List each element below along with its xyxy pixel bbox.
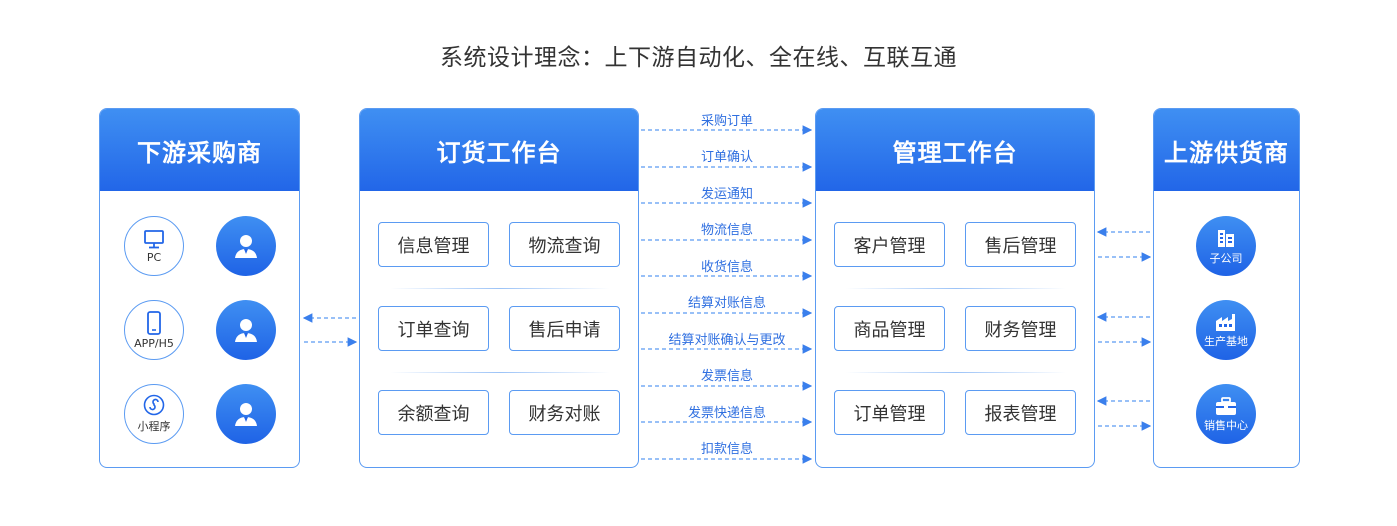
order-module-info: 信息管理 [378, 222, 489, 267]
supplier-sales-center: 销售中心 [1196, 384, 1256, 444]
upstream-header: 上游供货商 [1154, 109, 1299, 191]
device-label: APP/H5 [134, 336, 174, 350]
management-workbench-header: 管理工作台 [816, 109, 1094, 191]
order-module-balance: 余额查询 [378, 390, 489, 435]
manage-module-aftersale: 售后管理 [965, 222, 1076, 267]
divider [390, 372, 610, 373]
flow-label-invoice-express: 发票快递信息 [687, 406, 766, 421]
downstream-panel: 下游采购商 PC APP/H5 小程序 [99, 108, 300, 468]
user-avatar-3 [216, 384, 276, 444]
device-pc: PC [124, 216, 184, 276]
device-label: 小程序 [137, 420, 171, 433]
order-module-aftersale: 售后申请 [509, 306, 620, 351]
user-icon [235, 319, 257, 342]
flow-label-order-confirm: 订单确认 [700, 150, 753, 165]
divider [846, 372, 1066, 373]
flow-label-purchase-order: 采购订单 [700, 114, 753, 129]
briefcase-icon [1216, 396, 1236, 415]
user-icon [235, 235, 257, 258]
management-workbench-panel: 管理工作台 客户管理 售后管理 商品管理 财务管理 订单管理 报表管理 [815, 108, 1095, 468]
order-module-order-query: 订单查询 [378, 306, 489, 351]
user-icon [235, 403, 257, 426]
flow-label-shipping-notice: 发运通知 [700, 187, 753, 202]
device-label: PC [146, 250, 162, 264]
upstream-panel: 上游供货商 子公司 生产基地 销售中心 [1153, 108, 1300, 468]
supplier-label: 生产基地 [1204, 334, 1248, 348]
order-module-logistics: 物流查询 [509, 222, 620, 267]
device-mini-program: 小程序 [124, 384, 184, 444]
user-avatar-1 [216, 216, 276, 276]
supplier-label: 销售中心 [1204, 418, 1248, 432]
flow-label-receipt-info: 收货信息 [700, 260, 753, 275]
manage-module-order: 订单管理 [834, 390, 945, 435]
order-workbench-panel: 订货工作台 信息管理 物流查询 订单查询 售后申请 余额查询 财务对账 [359, 108, 639, 468]
divider [846, 288, 1066, 289]
flow-label-logistics-info: 物流信息 [700, 223, 753, 238]
manage-module-report: 报表管理 [965, 390, 1076, 435]
page-title: 系统设计理念：上下游自动化、全在线、互联互通 [440, 45, 957, 71]
manage-module-customer: 客户管理 [834, 222, 945, 267]
mini-program-icon [143, 394, 165, 416]
user-avatar-2 [216, 300, 276, 360]
flow-label-settlement-info: 结算对账信息 [687, 296, 766, 311]
order-module-reconcile: 财务对账 [509, 390, 620, 435]
supplier-production-base: 生产基地 [1196, 300, 1256, 360]
flow-label-settlement-confirm: 结算对账确认与更改 [668, 333, 786, 348]
supplier-label: 子公司 [1209, 251, 1243, 265]
order-workbench-header: 订货工作台 [360, 109, 638, 191]
downstream-header: 下游采购商 [100, 109, 299, 191]
building-icon [1218, 229, 1234, 247]
factory-icon [1216, 313, 1235, 331]
supplier-subsidiary: 子公司 [1196, 216, 1256, 276]
device-app: APP/H5 [124, 300, 184, 360]
flow-label-deduction-info: 扣款信息 [700, 442, 753, 457]
divider [390, 288, 610, 289]
flow-label-invoice-info: 发票信息 [700, 369, 753, 384]
phone-icon [147, 310, 161, 335]
monitor-icon [144, 229, 164, 248]
manage-module-finance: 财务管理 [965, 306, 1076, 351]
manage-module-product: 商品管理 [834, 306, 945, 351]
